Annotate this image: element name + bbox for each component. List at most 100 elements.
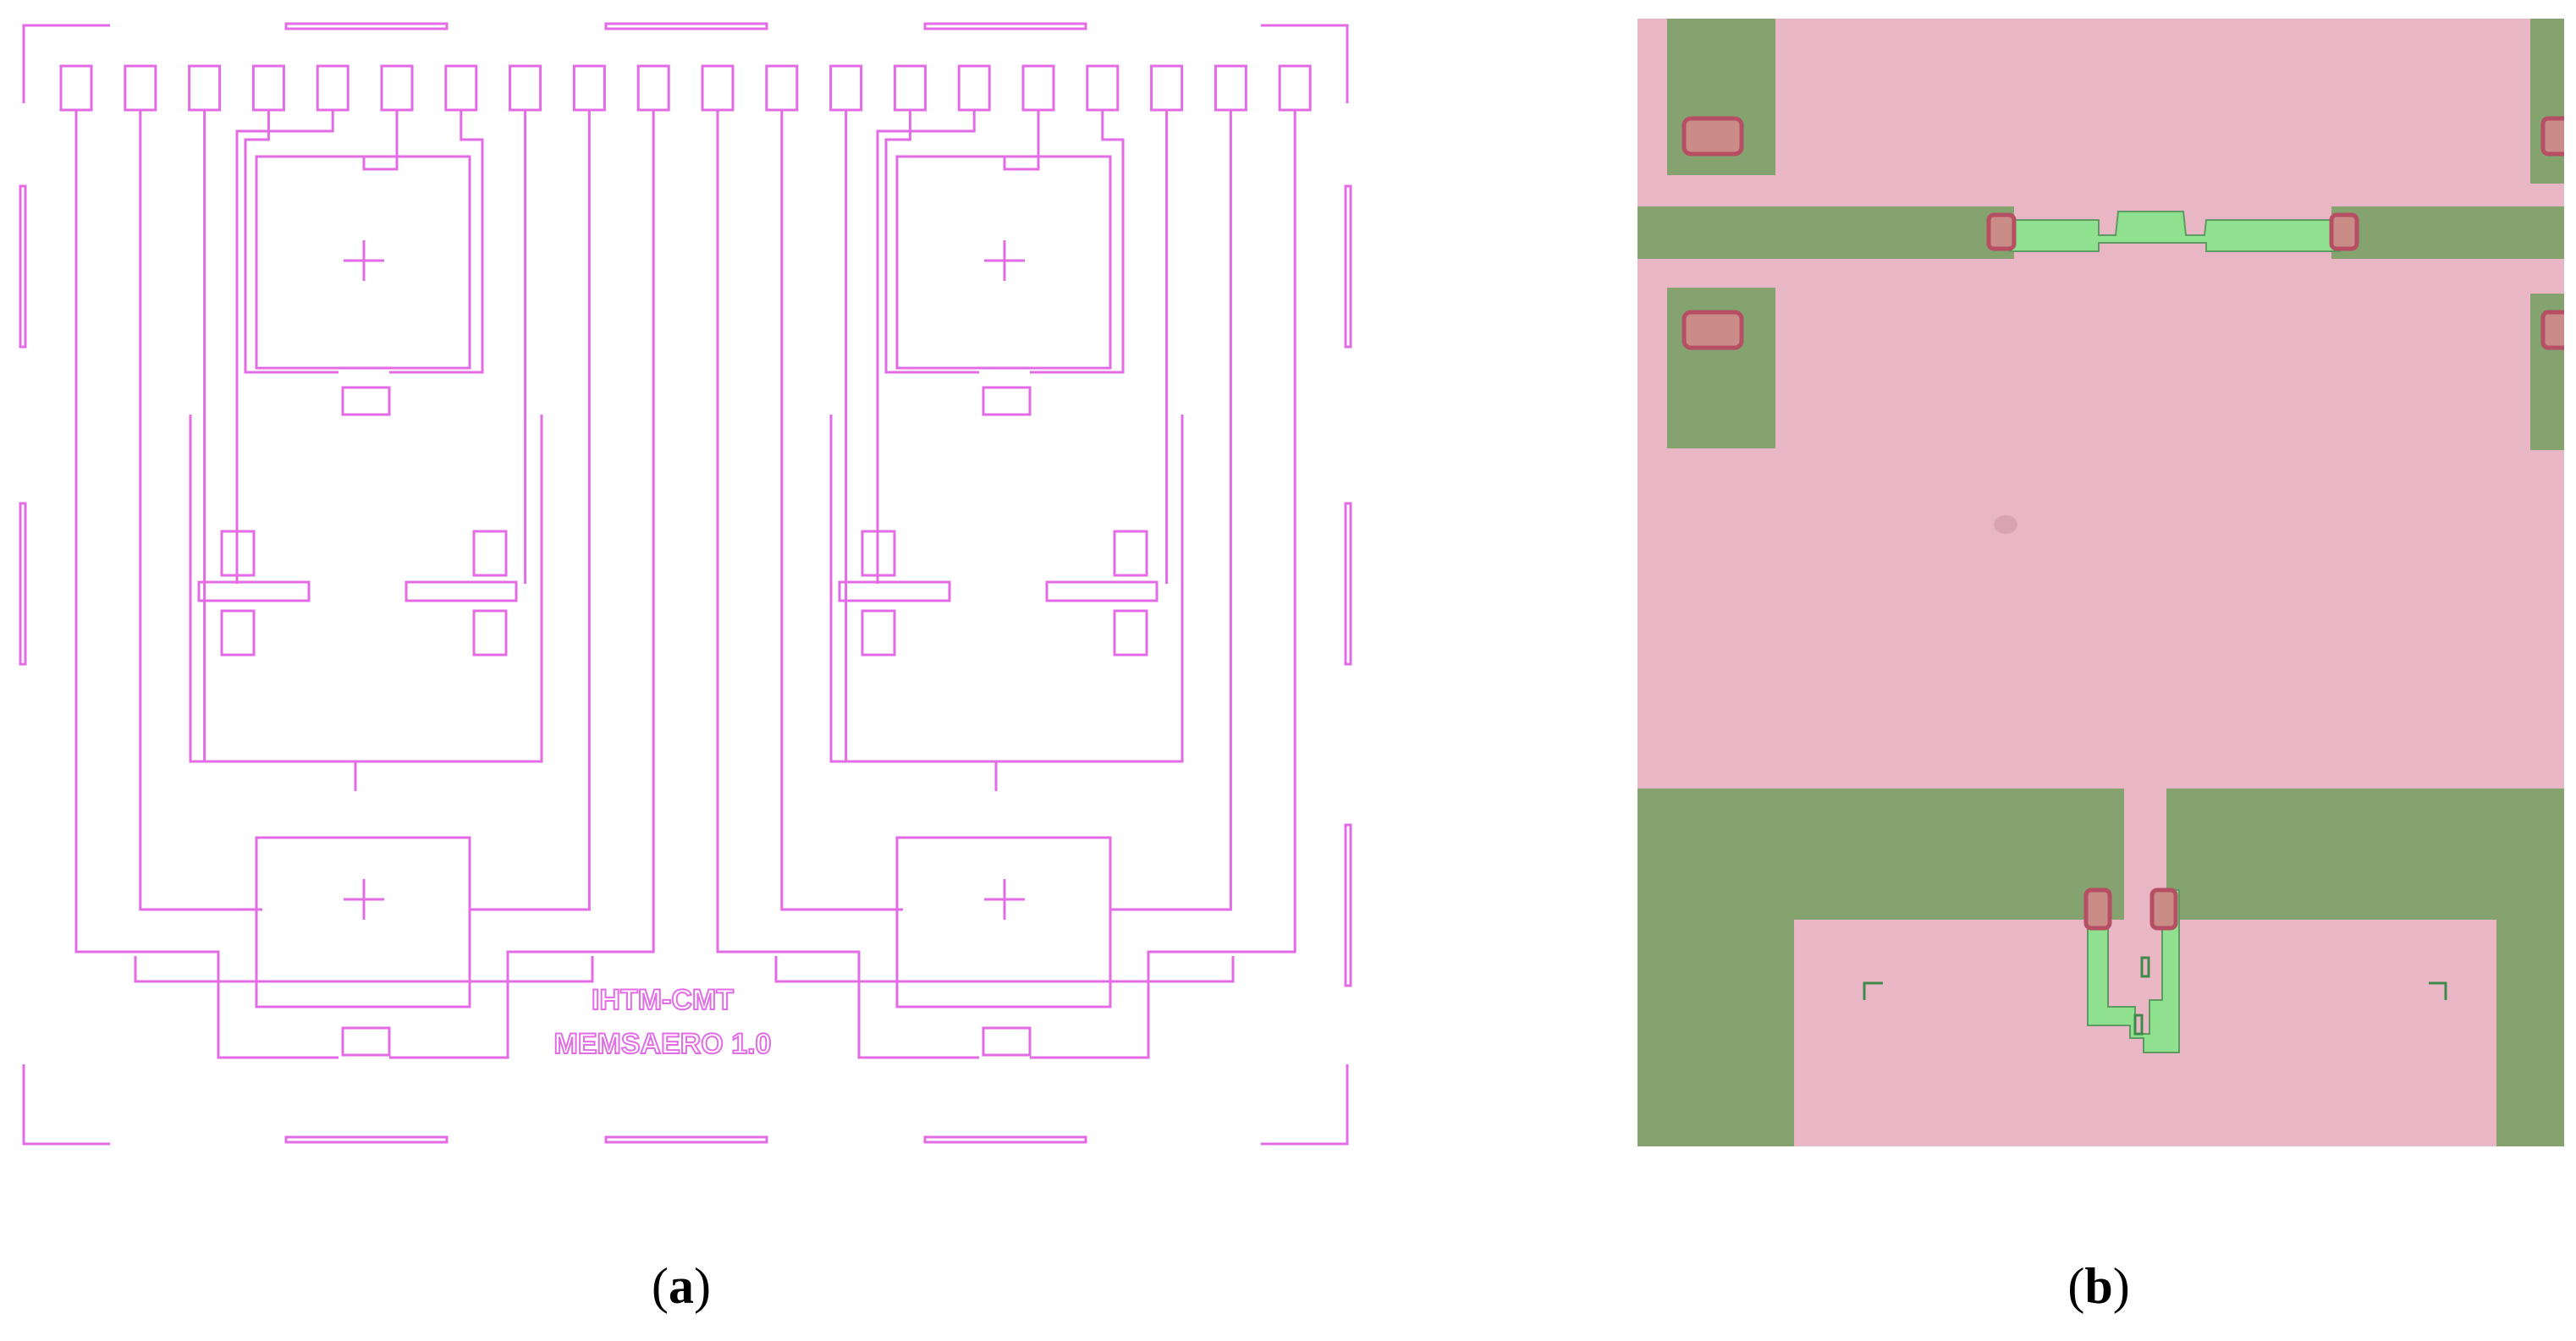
metal-trace bbox=[74, 110, 339, 1059]
trace-layer bbox=[2009, 211, 2341, 1053]
test-structure bbox=[2140, 956, 2150, 978]
metal-trace bbox=[845, 110, 998, 791]
bond-pad bbox=[893, 64, 927, 112]
contact-box bbox=[220, 609, 256, 657]
metal-pad-top-right bbox=[2530, 19, 2564, 184]
metal-trace bbox=[470, 110, 591, 911]
via-strip-right bbox=[2329, 212, 2359, 251]
edge-bar bbox=[604, 22, 768, 30]
top-trace bbox=[2009, 211, 2341, 252]
layout-label-line1: IHTM-CMT bbox=[592, 984, 734, 1016]
bond-pad bbox=[444, 64, 478, 112]
edge-bar bbox=[284, 22, 449, 30]
via-mid-right bbox=[2540, 310, 2564, 350]
corner-bracket-top-right bbox=[1261, 24, 1349, 103]
heater-pad-upper bbox=[341, 386, 391, 416]
metal-trace bbox=[876, 110, 976, 584]
edge-bar bbox=[1344, 184, 1352, 349]
edge-bar bbox=[604, 1135, 768, 1144]
metal-trace bbox=[780, 110, 903, 911]
metal-trace bbox=[244, 110, 339, 374]
metal-trace bbox=[189, 415, 543, 763]
sensor-membrane-lower bbox=[255, 836, 471, 1008]
heater-pad-lower bbox=[341, 1026, 391, 1057]
contact-box bbox=[472, 530, 508, 577]
edge-bar bbox=[923, 22, 1087, 30]
caption-b: (b) bbox=[2067, 1258, 2130, 1314]
contact-box bbox=[1113, 609, 1148, 657]
metal-trace bbox=[203, 110, 357, 791]
contact-box bbox=[861, 609, 896, 657]
contact-bar bbox=[838, 580, 951, 602]
via-top-right bbox=[2540, 116, 2564, 157]
via-bottom-right bbox=[2149, 888, 2178, 931]
metal-trace bbox=[235, 110, 334, 584]
alignment-mark-right bbox=[2429, 981, 2447, 1000]
bond-pad bbox=[1278, 64, 1312, 112]
bond-pad bbox=[1150, 64, 1184, 112]
edge-bar bbox=[923, 1135, 1087, 1144]
metal-layer bbox=[1638, 19, 2564, 1146]
metal-bottom-left bbox=[1638, 789, 2124, 920]
bond-pad bbox=[380, 64, 414, 112]
heater-pad-upper bbox=[982, 386, 1032, 416]
metal-bottom-left-leg bbox=[1638, 920, 1794, 1146]
mask-layout-diagram: IHTM-CMT MEMSAERO 1.0 bbox=[19, 22, 1352, 1146]
bond-pad bbox=[1214, 64, 1247, 112]
metal-strip-right bbox=[2331, 206, 2564, 259]
bond-pad bbox=[572, 64, 606, 112]
device-micrograph bbox=[1638, 19, 2564, 1146]
bond-pad bbox=[124, 64, 157, 112]
contact-bar bbox=[1045, 580, 1159, 602]
edge-bar bbox=[19, 184, 27, 349]
corner-bracket-bottom-right bbox=[1261, 1064, 1349, 1146]
via-strip-left bbox=[1986, 212, 2017, 251]
metal-trace bbox=[362, 110, 399, 171]
edge-bar bbox=[1344, 823, 1352, 987]
bond-pad bbox=[316, 64, 350, 112]
bond-pad bbox=[829, 64, 863, 112]
corner-bracket-bottom-left bbox=[22, 1064, 110, 1146]
metal-trace bbox=[829, 415, 1184, 763]
metal-trace bbox=[1030, 110, 1125, 374]
bond-pad bbox=[251, 64, 285, 112]
metal-bottom-right bbox=[2166, 789, 2564, 920]
caption-a: (a) bbox=[652, 1258, 711, 1314]
bond-pad bbox=[636, 64, 670, 112]
metal-trace bbox=[1003, 110, 1040, 171]
contact-bar bbox=[405, 580, 518, 602]
corner-bracket-top-left bbox=[22, 24, 110, 103]
contact-bar bbox=[197, 580, 311, 602]
bond-pad bbox=[765, 64, 799, 112]
bond-pad bbox=[1021, 64, 1055, 112]
via-top-left bbox=[1682, 116, 1744, 157]
edge-bar bbox=[19, 502, 27, 666]
contact-box bbox=[1113, 530, 1148, 577]
surface-particle bbox=[1994, 515, 2017, 534]
metal-trace bbox=[389, 110, 655, 1059]
sensor-membrane-lower bbox=[895, 836, 1112, 1008]
heater-pad-lower bbox=[982, 1026, 1032, 1057]
bond-pad bbox=[188, 64, 222, 112]
layout-label-line2: MEMSAERO 1.0 bbox=[554, 1028, 772, 1060]
metal-trace bbox=[716, 110, 979, 1059]
metal-trace bbox=[139, 110, 262, 911]
via-mid-left bbox=[1682, 310, 1744, 350]
metal-trace bbox=[884, 110, 979, 374]
metal-strip-left bbox=[1638, 206, 2014, 259]
metal-trace bbox=[1110, 110, 1232, 911]
alignment-mark-left bbox=[1863, 981, 1883, 1000]
metal-bottom-right-leg bbox=[2496, 920, 2564, 1146]
metal-trace bbox=[389, 110, 484, 374]
bond-pad bbox=[957, 64, 991, 112]
via-bottom-left bbox=[2083, 888, 2112, 931]
test-structure bbox=[2133, 1014, 2144, 1036]
metal-trace bbox=[1030, 110, 1296, 1059]
metal-trace bbox=[134, 956, 594, 983]
bond-pad bbox=[1086, 64, 1120, 112]
bond-pad bbox=[701, 64, 735, 112]
metal-trace bbox=[774, 956, 1235, 983]
bond-pad bbox=[509, 64, 542, 112]
contact-box bbox=[472, 609, 508, 657]
bond-pad bbox=[59, 64, 93, 112]
